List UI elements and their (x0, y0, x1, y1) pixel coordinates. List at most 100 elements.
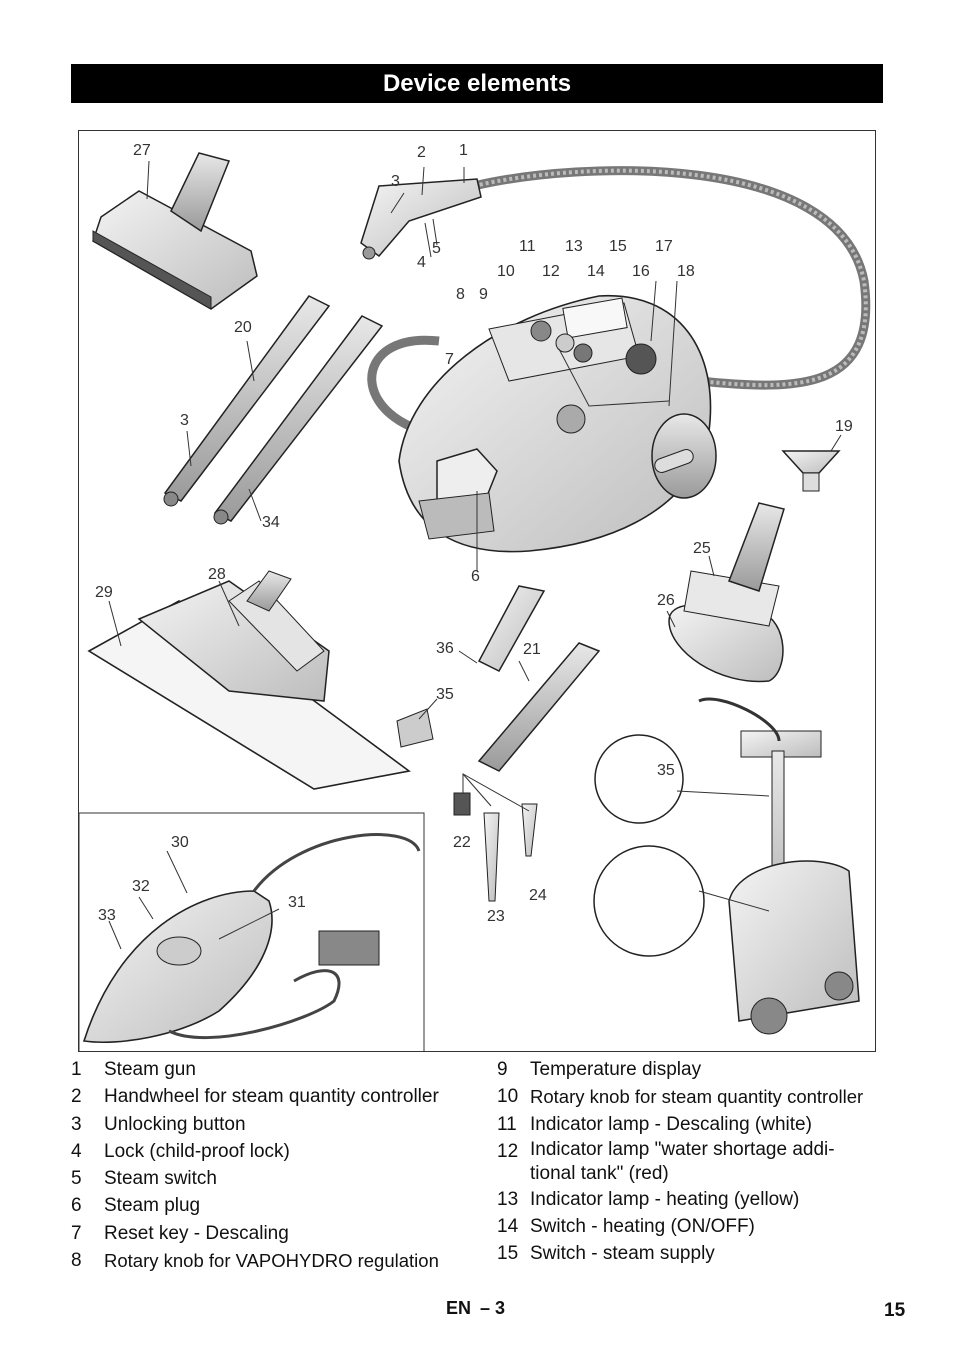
legend-item: 2 Handwheel for steam quantity controller (71, 1083, 471, 1110)
callout-1: 1 (459, 142, 468, 159)
callout-5: 5 (432, 240, 441, 257)
legend-item: 10 Rotary knob for steam quantity control… (497, 1083, 897, 1110)
callout-32: 32 (132, 878, 150, 895)
hand-brush (666, 502, 785, 683)
callout-14: 14 (587, 263, 605, 280)
callout-4: 4 (417, 254, 426, 271)
callout-31: 31 (288, 894, 306, 911)
callout-20: 20 (234, 319, 252, 336)
legend-number: 14 (497, 1216, 519, 1238)
page-title: Device elements (71, 64, 883, 103)
legend-left-column: 1 Steam gun 2 Handwheel for steam quantity… (71, 1056, 471, 1274)
legend-number: 6 (71, 1195, 82, 1217)
callout-30: 30 (171, 834, 189, 851)
footer-language: EN (446, 1298, 472, 1318)
legend-item: 14 Switch - heating (ON/OFF) (497, 1213, 897, 1240)
legend-number: 12 (497, 1140, 519, 1162)
callout-7: 7 (445, 351, 454, 368)
callout-10: 10 (497, 263, 515, 280)
callout-22: 22 (453, 834, 471, 851)
callout-6: 6 (471, 568, 480, 585)
window-nozzle (92, 152, 258, 310)
legend-number: 1 (71, 1059, 82, 1080)
callout-24: 24 (529, 887, 547, 904)
legend-label: Indicator lamp - Descaling (white) (530, 1113, 812, 1135)
legend-item: 4 Lock (child-proof lock) (71, 1138, 471, 1165)
steam-gun (360, 166, 871, 440)
legend-item: 11 Indicator lamp - Descaling (white) (497, 1111, 897, 1138)
legend-label: Indicator lamp "water shortage addi-tion… (530, 1138, 835, 1184)
legend-label: Unlocking button (104, 1113, 246, 1135)
callout-35b: 35 (657, 762, 675, 779)
steam-cleaner-body (398, 280, 717, 571)
accessory-nozzles (396, 585, 601, 772)
legend-number: 10 (497, 1086, 519, 1108)
callout-2: 2 (417, 144, 426, 161)
legend-label: Reset key - Descaling (104, 1222, 289, 1244)
callout-18: 18 (677, 263, 695, 280)
legend-number: 11 (497, 1113, 517, 1135)
legend-number: 9 (497, 1059, 508, 1080)
footer-section: – 3 (480, 1298, 506, 1318)
legend-label: Switch - steam supply (530, 1243, 715, 1265)
funnel (781, 434, 842, 492)
legend-item: 1 Steam gun (71, 1056, 471, 1083)
callout-12: 12 (542, 263, 560, 280)
legend-item: 12 Indicator lamp "water shortage addi-ti… (497, 1138, 897, 1186)
steam-iron (82, 833, 421, 1044)
callout-21: 21 (523, 641, 541, 658)
callout-25: 25 (693, 540, 711, 557)
legend-number: 3 (71, 1113, 82, 1135)
device-drawing (79, 152, 871, 1051)
round-brushes (453, 773, 538, 902)
legend-number: 2 (71, 1086, 82, 1108)
callout-3b: 3 (180, 412, 189, 429)
legend-item: 6 Steam plug (71, 1192, 471, 1219)
legend-number: 13 (497, 1188, 519, 1210)
legend-label: Steam gun (104, 1059, 196, 1080)
legend-label: Temperature display (530, 1059, 702, 1080)
floor-nozzle (87, 570, 411, 790)
device-illustration: 27 2 1 3 4 5 11 13 15 17 10 12 14 16 18 … (78, 130, 876, 1052)
legend-item: 8 Rotary knob for VAPOHYDRO regulation (71, 1247, 471, 1274)
callout-8: 8 (456, 286, 465, 303)
callout-17: 17 (655, 238, 673, 255)
callout-3: 3 (391, 173, 400, 190)
legend-item: 3 Unlocking button (71, 1111, 471, 1138)
legend-item: 15 Switch - steam supply (497, 1240, 897, 1267)
callout-34: 34 (262, 514, 280, 531)
callout-33: 33 (98, 907, 116, 924)
callout-13: 13 (565, 238, 583, 255)
callout-27: 27 (133, 142, 151, 159)
legend-right-column: 9 Temperature display 10 Rotary knob for s… (497, 1056, 897, 1268)
ironing-board-stand (593, 697, 860, 1035)
callout-15: 15 (609, 238, 627, 255)
callout-19: 19 (835, 418, 853, 435)
legend-number: 4 (71, 1140, 82, 1162)
callout-29: 29 (95, 584, 113, 601)
extension-tubes (163, 295, 384, 525)
legend-label: Rotary knob for VAPOHYDRO regulation (104, 1250, 439, 1272)
legend-label: Steam plug (104, 1195, 201, 1217)
callout-36: 36 (436, 640, 454, 657)
callout-23: 23 (487, 908, 505, 925)
legend-label: Lock (child-proof lock) (104, 1140, 290, 1162)
callout-35: 35 (436, 686, 454, 703)
legend-number: 7 (71, 1222, 82, 1244)
legend-number: 15 (497, 1243, 519, 1265)
legend-item: 7 Reset key - Descaling (71, 1220, 471, 1247)
legend-item: 9 Temperature display (497, 1056, 897, 1083)
callout-11: 11 (519, 238, 536, 255)
legend-number: 8 (71, 1250, 82, 1272)
legend-label: Handwheel for steam quantity controller (104, 1086, 439, 1108)
callout-28: 28 (208, 566, 226, 583)
legend-label: Switch - heating (ON/OFF) (530, 1216, 755, 1238)
legend-label: Rotary knob for steam quantity controlle… (530, 1086, 864, 1108)
page-number: 15 (884, 1300, 906, 1321)
legend-number: 5 (71, 1168, 82, 1190)
callout-16: 16 (632, 263, 650, 280)
callout-9: 9 (479, 286, 488, 303)
callout-26: 26 (657, 592, 675, 609)
